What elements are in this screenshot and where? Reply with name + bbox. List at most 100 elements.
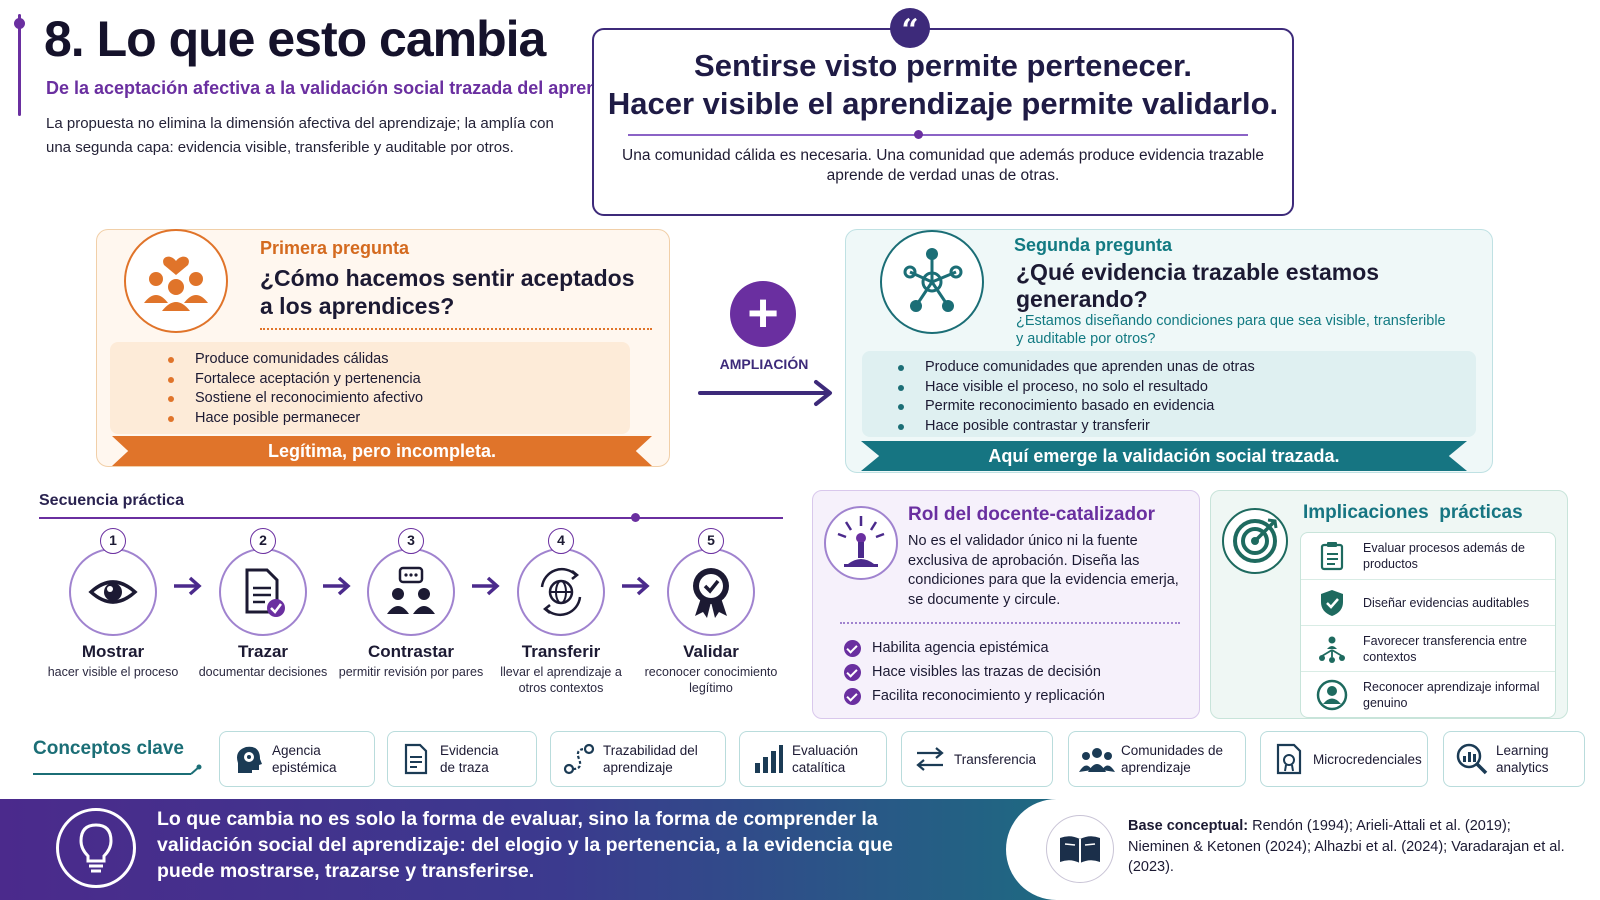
step-name: Contrastar [368, 642, 454, 661]
people-heart-icon [124, 229, 228, 333]
step-name: Trazar [237, 642, 289, 661]
list-item: Hace posible permanecer [168, 409, 423, 429]
catalyst-icon [824, 506, 898, 580]
arrow-right-icon [472, 576, 500, 596]
implications-title: Implicaciones prácticas [1303, 502, 1523, 523]
teacher-role-divider [840, 622, 1180, 624]
step-number: 5 [698, 528, 724, 554]
head-gear-icon [228, 743, 268, 775]
plus-icon: + [730, 281, 796, 347]
step-description: llevar el aprendizaje a otros contextos [500, 665, 622, 695]
peer-review-icon [367, 548, 455, 636]
sequence-step-transferir: 4 Transferir llevar el aprendizaje a otr… [486, 528, 636, 696]
page-subtitle: De la aceptación afectiva a la validació… [46, 78, 648, 98]
quote-divider-dot [914, 130, 923, 139]
first-question-divider [260, 328, 652, 330]
target-icon [1222, 508, 1288, 574]
quote-line-2: Hacer visible el aprendizaje permite val… [607, 86, 1279, 121]
step-description: hacer visible el proceso [47, 665, 179, 679]
teacher-role-title: Rol del docente-catalizador [908, 504, 1156, 525]
check-circle-icon [844, 688, 861, 705]
footer-message: Lo que cambia no es solo la forma de eva… [157, 808, 893, 882]
list-item: Favorecer transferencia entre contextos [1301, 625, 1555, 671]
list-item: Fortalece aceptación y pertenencia [168, 370, 423, 390]
first-question-label: Primera pregunta [260, 238, 410, 258]
step-name: Validar [683, 642, 739, 661]
list-item: Hace visibles las trazas de decisión [844, 660, 1105, 684]
step-description: documentar decisiones [198, 665, 328, 679]
path-icon [559, 743, 599, 775]
bar-chart-icon [748, 743, 788, 775]
step-number: 1 [100, 528, 126, 554]
quote-icon: “ [890, 8, 930, 48]
second-question-text: ¿Qué evidencia trazable estamos generand… [1016, 259, 1380, 312]
list-item: Diseñar evidencias auditables [1301, 579, 1555, 625]
step-number: 3 [398, 528, 424, 554]
sequence-divider [39, 517, 783, 519]
group-icon [1077, 744, 1117, 774]
quote-divider [628, 134, 1248, 136]
sequence-step-trazar: 2 Trazar documentar decisiones [188, 528, 338, 680]
concept-chip-learning-analytics: Learning analytics [1443, 731, 1585, 787]
certificate-icon [1269, 743, 1309, 775]
step-description: permitir revisión por pares [338, 665, 484, 679]
concept-chip-transferencia: Transferencia [901, 731, 1053, 787]
book-icon [1046, 815, 1114, 883]
first-question-list-panel [110, 342, 630, 434]
network-nodes-icon [880, 230, 984, 334]
teacher-role-text: No es el validador único ni la fuente ex… [908, 533, 1179, 608]
list-item: Facilita reconocimiento y replicación [844, 684, 1105, 708]
list-item: Sostiene el reconocimiento afectivo [168, 389, 423, 409]
network-icon [1301, 634, 1363, 664]
ampliacion-label: AMPLIACIÓN [719, 356, 809, 372]
sequence-step-mostrar: 1 Mostrar hacer visible el proceso [38, 528, 188, 680]
references-text: Base conceptual: Rendón (1994); Arieli-A… [1128, 818, 1565, 875]
implications-list: Evaluar procesos además de productos Dis… [1300, 532, 1556, 718]
teacher-role-checklist: Habilita agencia epistémica Hace visible… [844, 636, 1105, 708]
document-check-icon [219, 548, 307, 636]
step-description: reconocer conocimiento legítimo [644, 665, 778, 695]
concept-chip-trazabilidad: Trazabilidad del aprendizaje [550, 731, 726, 787]
list-item: Hace visible el proceso, no solo el resu… [898, 378, 1255, 398]
step-name: Mostrar [81, 642, 145, 661]
list-item: Habilita agencia epistémica [844, 636, 1105, 660]
quote-subtext: Una comunidad cálida es necesaria. Una c… [622, 147, 1264, 184]
list-item: Produce comunidades que aprenden unas de… [898, 358, 1255, 378]
badge-check-icon [667, 548, 755, 636]
user-circle-icon [1301, 679, 1363, 711]
step-name: Transferir [521, 642, 601, 661]
document-icon [396, 743, 436, 775]
sequence-step-contrastar: 3 Contrastar permitir revisión por pares [336, 528, 486, 680]
second-question-subtext: ¿Estamos diseñando condiciones para que … [1016, 313, 1446, 347]
list-item: Evaluar procesos además de productos [1301, 533, 1555, 579]
first-question-text: ¿Cómo hacemos sentir aceptados a los apr… [260, 265, 635, 319]
first-question-list: Produce comunidades cálidas Fortalece ac… [168, 350, 423, 428]
quote-line-1: Sentirse visto permite pertenecer. [694, 48, 1192, 83]
second-question-list: Produce comunidades que aprenden unas de… [898, 358, 1255, 436]
sequence-step-validar: 5 Validar reconocer conocimiento legítim… [636, 528, 786, 696]
shield-check-icon [1301, 588, 1363, 618]
quote-box [592, 28, 1294, 216]
step-number: 2 [250, 528, 276, 554]
list-item: Permite reconocimiento basado en evidenc… [898, 397, 1255, 417]
check-circle-icon [844, 640, 861, 657]
list-item: Hace posible contrastar y transferir [898, 417, 1255, 437]
eye-icon [69, 548, 157, 636]
check-circle-icon [844, 664, 861, 681]
arrows-exchange-icon [910, 744, 950, 774]
page-title: 8. Lo que esto cambia [44, 11, 546, 67]
intro-text: La propuesta no elimina la dimensión afe… [46, 115, 554, 156]
concept-chip-microcredenciales: Microcredenciales [1260, 731, 1428, 787]
sequence-divider-dot [631, 513, 640, 522]
second-question-list-panel [862, 351, 1476, 437]
arrow-right-icon [323, 576, 351, 596]
clipboard-icon [1301, 541, 1363, 571]
arrow-right-icon [174, 576, 202, 596]
concept-chip-evidencia: Evidencia de traza [387, 731, 537, 787]
magnifier-chart-icon [1452, 742, 1492, 776]
sequence-title: Secuencia práctica [39, 492, 184, 509]
globe-transfer-icon [517, 548, 605, 636]
arrow-right-icon [698, 380, 832, 406]
second-question-banner: Aquí emerge la validación social trazada… [861, 441, 1467, 471]
lightbulb-icon [56, 808, 136, 888]
